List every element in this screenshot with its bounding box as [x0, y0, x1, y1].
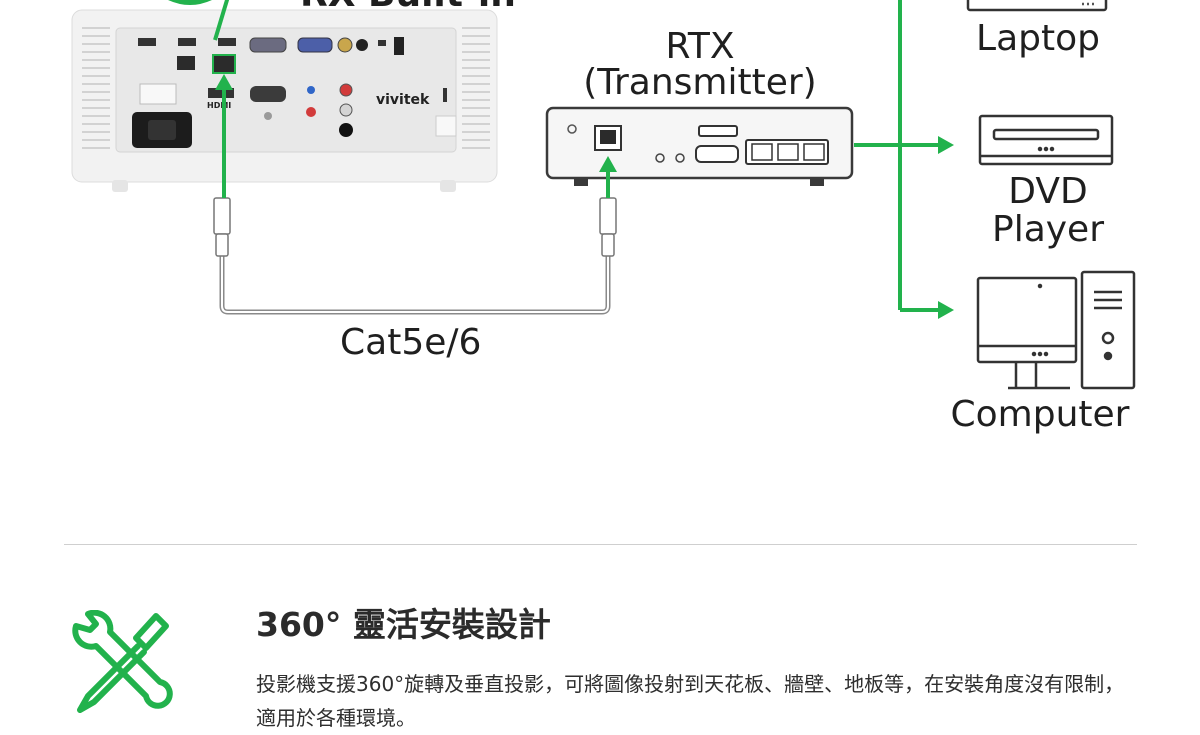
projector: HDMI vivitek [71, 9, 498, 192]
projector-brand-label: vivitek [376, 92, 430, 108]
rtx-label-line1: RTX [665, 26, 734, 67]
section-divider [64, 544, 1137, 545]
device-computer-label: Computer [951, 394, 1130, 435]
dvd-player-icon [978, 114, 1114, 166]
arrow-right-dvd [938, 136, 954, 154]
arrow-up-transmitter [599, 156, 617, 172]
rtx-label-line2: (Transmitter) [583, 62, 816, 103]
cable-label: Cat5e/6 [340, 322, 481, 363]
arrow-right-computer [938, 301, 954, 319]
network-cable [213, 197, 617, 315]
device-dvd-label-line1: DVD [1008, 171, 1087, 212]
transmitter-device [545, 106, 854, 186]
projector-hdmi-label: HDMI [207, 101, 231, 110]
signal-arrows [213, 0, 940, 312]
wrench-screwdriver-icon [70, 609, 180, 720]
connection-diagram: RX Built-in [71, 0, 1136, 435]
computer-icon [976, 270, 1136, 390]
device-laptop-label: Laptop [976, 18, 1100, 59]
feature-description: 投影機支援360°旋轉及垂直投影，可將圖像投射到天花板、牆壁、地板等，在安裝角度… [256, 672, 1125, 730]
device-dvd-label-line2: Player [992, 209, 1104, 250]
arrow-up-projector [215, 74, 233, 90]
laptop-icon [966, 0, 1108, 12]
feature-title: 360° 靈活安裝設計 [256, 605, 551, 644]
